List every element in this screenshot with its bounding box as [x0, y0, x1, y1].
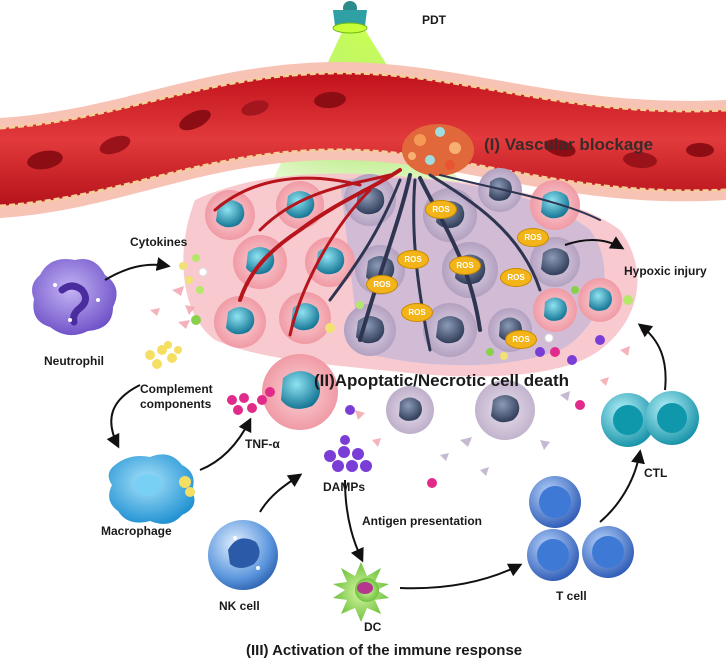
- blood-vessel-icon: [0, 61, 726, 219]
- ros-badge: ROS: [505, 330, 537, 349]
- ros-badge: ROS: [366, 275, 398, 294]
- hypoxic-injury-label: Hypoxic injury: [624, 264, 707, 278]
- damps-particles: [324, 335, 605, 472]
- dendritic-cell-icon: [333, 562, 389, 622]
- ctl-icon: [601, 391, 699, 447]
- cell-death-label: (II)Apoptatic/Necrotic cell death: [314, 371, 570, 390]
- vascular-blockage-label: (I) Vascular blockage: [484, 135, 654, 154]
- complement-label-line1: Complement: [140, 382, 213, 396]
- arrow-nk-to-damps: [259, 473, 303, 513]
- arrow-complement-to-macrophage: [106, 384, 141, 449]
- arrows: [104, 236, 667, 590]
- tnf-alpha-particles: [227, 347, 585, 488]
- ros-badge: ROS: [500, 268, 532, 287]
- arrow-dc-to-tcell: [399, 563, 523, 590]
- tumor-cells: [205, 180, 622, 430]
- t-cell-icon: [527, 476, 634, 581]
- arrow-to-hypoxic-injury: [564, 236, 625, 250]
- cytokine-particles: [179, 254, 633, 360]
- damps-label: DAMPs: [323, 480, 366, 494]
- antigen-presentation-label: Antigen presentation: [362, 514, 483, 528]
- arrow-damps-to-dc: [344, 479, 364, 563]
- arrow-neutrophil-to-cytokines: [104, 257, 171, 281]
- pdt-label: PDT: [422, 13, 446, 27]
- ros-badge: ROS: [397, 250, 429, 269]
- ros-badge: ROS: [449, 256, 481, 275]
- tnf-alpha-label: TNF-α: [245, 437, 280, 451]
- complement-label-line2: components: [140, 397, 212, 411]
- macrophage-icon: [108, 454, 195, 524]
- cell-debris: [150, 286, 648, 447]
- cytokines-label: Cytokines: [130, 235, 188, 249]
- dead-cells: [344, 168, 580, 440]
- ros-badge: ROS: [401, 303, 433, 322]
- clot: [402, 124, 474, 176]
- arrow-macrophage-to-tnf: [199, 417, 252, 471]
- nk-cell-label: NK cell: [219, 599, 260, 613]
- arrow-ctl-to-tumor: [637, 323, 667, 391]
- ctl-label: CTL: [644, 466, 668, 480]
- nk-cell-icon: [208, 520, 278, 590]
- macrophage-label: Macrophage: [101, 524, 172, 538]
- laser-device-icon: [332, 1, 368, 34]
- complement-particles: [145, 341, 182, 369]
- arrow-tcell-to-ctl: [599, 449, 645, 523]
- ros-badge: ROS: [425, 200, 457, 219]
- angiogenic-vessels: [213, 168, 601, 352]
- neutrophil-icon: [32, 259, 117, 336]
- ros-badge: ROS: [517, 228, 549, 247]
- immune-activation-label: (III) Activation of the immune response: [246, 642, 523, 659]
- t-cell-label: T cell: [556, 589, 587, 603]
- dc-label: DC: [364, 620, 382, 634]
- neutrophil-label: Neutrophil: [44, 354, 104, 368]
